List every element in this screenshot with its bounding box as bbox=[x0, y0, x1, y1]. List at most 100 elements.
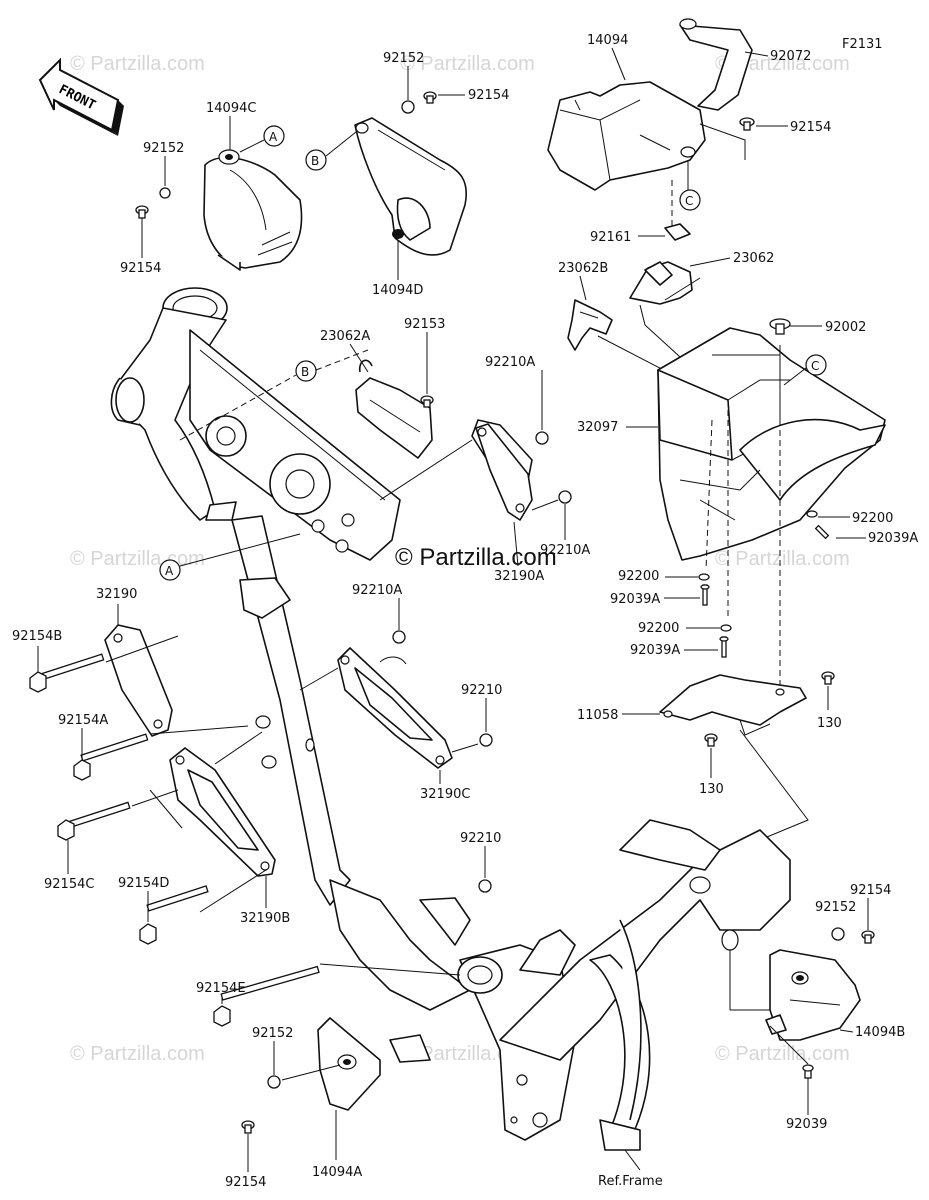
part-130-label: 130 bbox=[817, 716, 842, 731]
part-92153-label: 92153 bbox=[404, 317, 445, 332]
part-92210-label: 92210 bbox=[460, 831, 501, 846]
screw-92154-top-left bbox=[135, 205, 149, 219]
battery-case-32097 bbox=[657, 327, 886, 700]
callout-c-top bbox=[679, 189, 701, 211]
part-23062-label: 23062 bbox=[733, 251, 774, 266]
copyright-text: © Partzilla.com bbox=[395, 544, 557, 571]
screw-92154-bottom-right bbox=[861, 930, 875, 944]
watermark-mid-right: © Partzilla.com bbox=[715, 548, 850, 570]
bolt-92154E bbox=[213, 965, 320, 1027]
part-92200-label: 92200 bbox=[852, 511, 893, 526]
part-92154-label: 92154 bbox=[225, 1175, 266, 1190]
part-32190-label: 32190 bbox=[96, 587, 137, 602]
callout-b-frame bbox=[295, 360, 317, 382]
pin-92039A-right bbox=[814, 524, 830, 540]
part-92152-label: 92152 bbox=[143, 141, 184, 156]
screw-92154-top bbox=[423, 91, 437, 104]
bracket-23062 bbox=[629, 261, 701, 305]
nut-92210-mid bbox=[479, 733, 493, 747]
bolt-92154C bbox=[57, 801, 131, 841]
bolt-92154D bbox=[139, 885, 209, 945]
part-14094-label: 14094 bbox=[587, 33, 628, 48]
part-23062A-label: 23062A bbox=[320, 329, 370, 344]
plate-32190C bbox=[337, 647, 453, 769]
callout-b-top bbox=[305, 149, 327, 171]
part-92154-label: 92154 bbox=[850, 883, 891, 898]
part-23062B-label: 23062B bbox=[558, 261, 608, 276]
part-11058-label: 11058 bbox=[577, 708, 618, 723]
callout-c-top-label: C bbox=[685, 194, 693, 208]
part-92154A-label: 92154A bbox=[58, 713, 108, 728]
screw-92154-right bbox=[739, 117, 755, 131]
callout-a-top-label: A bbox=[269, 130, 278, 144]
cover-14094B bbox=[765, 949, 861, 1041]
callout-b-top-label: B bbox=[311, 154, 319, 168]
part-92152-label: 92152 bbox=[383, 51, 424, 66]
watermark-bottom-left: © Partzilla.com bbox=[70, 1043, 205, 1065]
pad-92161 bbox=[664, 223, 691, 241]
nut-92210A-mid bbox=[392, 630, 406, 644]
part-92154-label: 92154 bbox=[468, 88, 509, 103]
callout-a-frame bbox=[159, 559, 181, 581]
part-92210-label: 92210 bbox=[461, 683, 502, 698]
part-14094D-label: 14094D bbox=[372, 283, 423, 298]
part-92154B-label: 92154B bbox=[12, 629, 62, 644]
ref-frame-label: Ref.Frame bbox=[598, 1174, 663, 1189]
bolt-130-left bbox=[704, 733, 718, 747]
figure-code: F2131 bbox=[842, 37, 883, 52]
part-14094C-label: 14094C bbox=[206, 101, 256, 116]
nut-92210A-upper bbox=[535, 431, 549, 445]
part-92002-label: 92002 bbox=[825, 320, 866, 335]
screw-92154-bottom-left bbox=[241, 1120, 255, 1134]
watermark-top-center: © Partzilla.com bbox=[400, 53, 535, 75]
part-92154-label: 92154 bbox=[790, 120, 831, 135]
part-92154-label: 92154 bbox=[120, 261, 161, 276]
part-92210A-label: 92210A bbox=[485, 355, 535, 370]
bracket-23062B bbox=[567, 299, 613, 351]
washer-92152-bottom-right bbox=[831, 927, 845, 941]
part-92210A-label: 92210A bbox=[540, 543, 590, 558]
cover-14094C bbox=[203, 149, 303, 271]
part-32190A-label: 32190A bbox=[494, 569, 544, 584]
part-130-label: 130 bbox=[699, 782, 724, 797]
bolt-92153 bbox=[420, 395, 434, 408]
part-32190C-label: 32190C bbox=[420, 787, 470, 802]
part-92039A-label: 92039A bbox=[868, 531, 918, 546]
grommet-92200-lower bbox=[720, 624, 732, 632]
part-32190B-label: 32190B bbox=[240, 911, 290, 926]
plate-32190 bbox=[104, 624, 173, 737]
grommet-92200-left bbox=[698, 573, 710, 581]
part-92154E-label: 92154E bbox=[196, 981, 246, 996]
part-14094B-label: 14094B bbox=[855, 1025, 905, 1040]
watermark-bottom-right: © Partzilla.com bbox=[715, 1043, 850, 1065]
callout-c-right-label: C bbox=[811, 359, 819, 373]
part-92039A-label: 92039A bbox=[630, 643, 680, 658]
watermark-top-left: © Partzilla.com bbox=[70, 53, 205, 75]
callout-b-frame-label: B bbox=[301, 365, 309, 379]
washer-92152-top-left bbox=[159, 187, 171, 199]
bracket-23062A bbox=[355, 359, 433, 459]
part-92072-label: 92072 bbox=[770, 49, 811, 64]
bolt-92154A bbox=[73, 733, 149, 781]
part-92154C-label: 92154C bbox=[44, 877, 94, 892]
part-92154D-label: 92154D bbox=[118, 876, 169, 891]
pin-92039A-lower bbox=[719, 636, 729, 658]
cover-14094D bbox=[354, 117, 467, 256]
main-frame bbox=[110, 287, 791, 1151]
part-92039A-label: 92039A bbox=[610, 592, 660, 607]
part-92210A-label: 92210A bbox=[352, 583, 402, 598]
part-92152-label: 92152 bbox=[252, 1026, 293, 1041]
washer-92152-bottom-left bbox=[267, 1075, 281, 1089]
part-92200-label: 92200 bbox=[638, 621, 679, 636]
part-92161-label: 92161 bbox=[590, 230, 631, 245]
callout-a-frame-label: A bbox=[165, 564, 174, 578]
part-92152-label: 92152 bbox=[815, 900, 856, 915]
bolt-130-right bbox=[821, 671, 835, 685]
plate-32190A bbox=[471, 419, 533, 521]
washer-92152-top bbox=[401, 100, 415, 114]
pin-92039A-left bbox=[700, 584, 710, 606]
nut-92210A-lower bbox=[558, 490, 572, 504]
watermark-mid-left: © Partzilla.com bbox=[70, 548, 205, 570]
part-14094A-label: 14094A bbox=[312, 1165, 362, 1180]
battery-tray-14094 bbox=[547, 81, 706, 191]
